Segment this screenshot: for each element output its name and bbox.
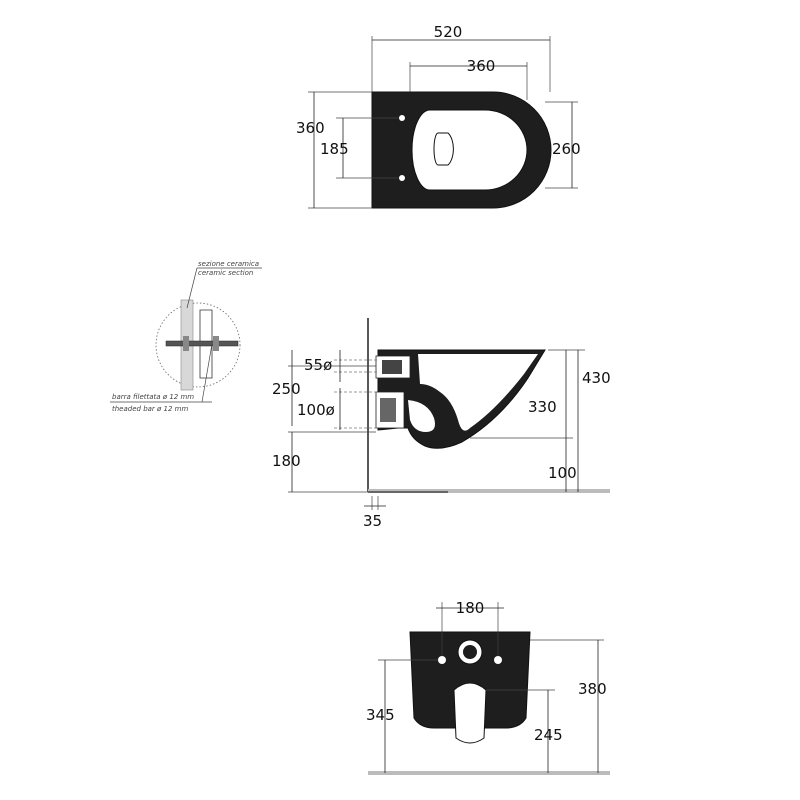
dim-side-bowl-height: 330: [528, 398, 557, 416]
dim-side-outlet-height: 180: [272, 452, 301, 470]
dim-rear-total-height: 380: [578, 680, 607, 698]
detail-label-bar-it: barra filettata ø 12 mm: [112, 393, 194, 401]
detail-label-ceramic-en: ceramic section: [198, 269, 253, 277]
rear-view: 180 345 380 245: [366, 599, 610, 775]
detail-label-bar-en: theaded bar ø 12 mm: [112, 405, 188, 413]
rear-view-fixing-hole: [494, 656, 502, 664]
rear-view-fixing-hole: [438, 656, 446, 664]
detail-label-ceramic-it: sezione ceramica: [198, 260, 259, 268]
rear-view-floor: [368, 771, 610, 775]
detail-section: sezione ceramica ceramic section barra f…: [110, 260, 262, 413]
dim-top-bolt-spacing: 185: [320, 140, 349, 158]
dim-rear-left-height: 345: [366, 706, 395, 724]
detail-circle: [155, 302, 241, 388]
detail-nut: [213, 336, 219, 351]
top-view-bolt-hole: [399, 175, 405, 181]
dim-top-inner-width: 360: [467, 57, 496, 75]
dim-side-total-height: 430: [582, 369, 611, 387]
rear-view-body: [409, 631, 531, 729]
dim-side-inlet-height: 250: [272, 380, 301, 398]
detail-nut: [183, 336, 189, 351]
side-view: 55ø 100ø 250 180 430 330 100 35: [272, 318, 611, 530]
dim-rear-outlet-height: 245: [534, 726, 563, 744]
rear-view-outlet: [453, 682, 487, 744]
side-view-trap: [408, 400, 435, 432]
dim-side-wall-gap: 35: [363, 512, 382, 530]
top-view: 520 360 360 185 260: [296, 23, 581, 209]
dim-side-inlet-diameter: 55ø: [304, 356, 332, 374]
detail-threaded-bar: [165, 340, 239, 347]
dim-side-outlet-diameter: 100ø: [297, 401, 335, 419]
dim-top-depth: 360: [296, 119, 325, 137]
dim-top-bowl-depth: 260: [552, 140, 581, 158]
dim-side-lip-height: 100: [548, 464, 577, 482]
side-view-bowl: [418, 354, 538, 431]
top-view-rim: [433, 132, 454, 166]
dim-rear-hole-spacing: 180: [456, 599, 485, 617]
side-view-floor: [368, 489, 610, 493]
top-view-bowl: [411, 109, 528, 191]
dim-top-width: 520: [434, 23, 463, 41]
top-view-bolt-hole: [399, 115, 405, 121]
